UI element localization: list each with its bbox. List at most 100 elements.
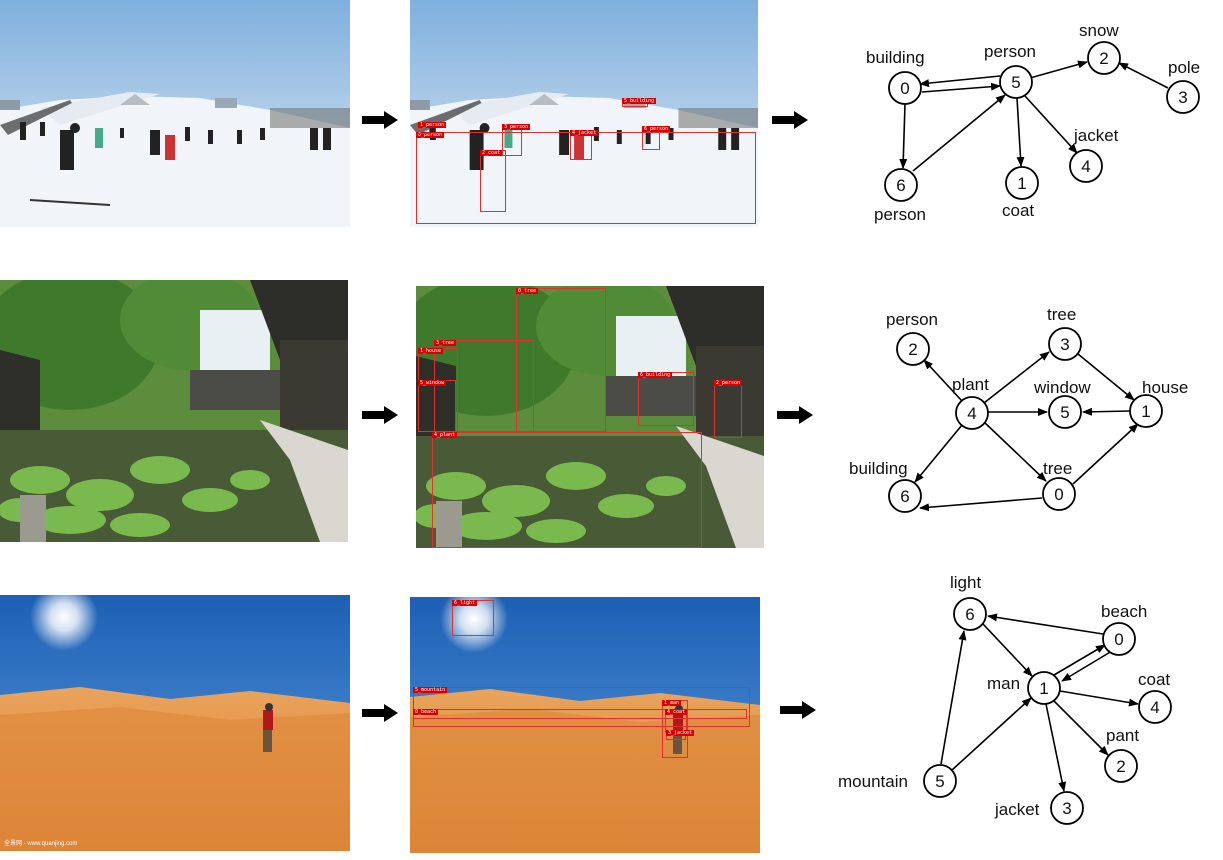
detection-box: 2_person bbox=[714, 380, 743, 438]
detection-label: 6_building bbox=[638, 372, 673, 378]
svg-text:3: 3 bbox=[1178, 88, 1187, 107]
svg-text:2: 2 bbox=[908, 340, 917, 359]
graph-edge bbox=[1024, 95, 1078, 154]
graph-edge bbox=[951, 697, 1032, 771]
svg-text:beach: beach bbox=[1101, 602, 1147, 621]
detection-label: 1_person bbox=[418, 122, 447, 128]
graph-edge bbox=[1053, 700, 1109, 756]
graph-edge bbox=[1072, 423, 1139, 485]
detection-label: 5_mountain bbox=[413, 687, 448, 693]
svg-text:2: 2 bbox=[1116, 757, 1125, 776]
ski-photo-original bbox=[0, 0, 350, 227]
graph-edge bbox=[1016, 97, 1025, 167]
svg-text:6: 6 bbox=[900, 487, 909, 506]
svg-text:5: 5 bbox=[935, 772, 944, 791]
svg-text:snow: snow bbox=[1079, 21, 1119, 40]
graph-edge bbox=[919, 497, 1043, 512]
desert-photo-original: 全景网 · www.quanjing.com bbox=[0, 595, 350, 851]
graph-edge bbox=[1061, 650, 1113, 682]
svg-text:person: person bbox=[984, 42, 1036, 61]
graph-edge bbox=[923, 359, 963, 402]
right-arrow-icon bbox=[362, 406, 398, 424]
svg-text:1: 1 bbox=[1039, 679, 1048, 698]
detection-label: 1_house bbox=[418, 348, 444, 354]
svg-text:pant: pant bbox=[1106, 726, 1139, 745]
detection-box: 3_person bbox=[502, 124, 531, 156]
graph-node: 6 building bbox=[849, 459, 922, 513]
svg-text:1: 1 bbox=[1017, 174, 1026, 193]
graph-node: 5 person bbox=[984, 42, 1036, 99]
detection-label: 0_beach bbox=[413, 709, 439, 715]
graph-edge bbox=[983, 351, 1050, 404]
svg-text:building: building bbox=[849, 459, 908, 478]
graph-edge bbox=[1077, 353, 1135, 401]
graph-node: 2 person bbox=[886, 310, 938, 366]
right-arrow-icon bbox=[780, 701, 816, 719]
detection-box: 2_coat bbox=[480, 150, 506, 212]
svg-text:5: 5 bbox=[1011, 73, 1020, 92]
detection-label: 5_building bbox=[622, 98, 657, 104]
svg-text:tree: tree bbox=[1047, 305, 1076, 324]
detection-box: 4_plant bbox=[432, 432, 702, 548]
detection-label: 4_jacket bbox=[570, 130, 599, 136]
svg-text:0: 0 bbox=[1114, 630, 1123, 649]
svg-text:0: 0 bbox=[900, 79, 909, 98]
graph-edge bbox=[940, 630, 967, 765]
detection-label: 0_person bbox=[416, 132, 445, 138]
garden-photo-detected: 0_tree 3_tree 1_house 5_window 4_plant 6… bbox=[416, 286, 764, 548]
svg-text:4: 4 bbox=[1081, 157, 1090, 176]
detection-box: 5_building bbox=[622, 98, 657, 107]
graph-edge bbox=[921, 82, 1001, 93]
detection-label: 4_plant bbox=[432, 432, 458, 438]
graph-edge bbox=[982, 623, 1033, 677]
detection-label: 3_person bbox=[502, 124, 531, 130]
graph-node: 3 tree bbox=[1047, 305, 1082, 361]
detection-box: 4_jacket bbox=[570, 130, 599, 160]
svg-text:jacket: jacket bbox=[994, 800, 1040, 819]
right-arrow-icon bbox=[362, 111, 398, 129]
svg-text:light: light bbox=[950, 573, 981, 592]
svg-text:6: 6 bbox=[896, 176, 905, 195]
svg-text:person: person bbox=[886, 310, 938, 329]
detection-label: 6_person bbox=[642, 126, 671, 132]
detection-box: 3_tree bbox=[434, 340, 534, 432]
graph-edge bbox=[1045, 703, 1067, 792]
detection-label: 1_man bbox=[662, 700, 682, 706]
right-arrow-icon bbox=[772, 111, 808, 129]
graph-edge bbox=[1053, 644, 1106, 676]
detection-box: 0_beach bbox=[413, 709, 747, 719]
right-arrow-icon bbox=[362, 704, 398, 722]
watermark-text: 全景网 · www.quanjing.com bbox=[4, 839, 77, 847]
graph-edge bbox=[1059, 690, 1139, 707]
svg-text:3: 3 bbox=[1060, 335, 1069, 354]
graph-edge bbox=[919, 75, 1001, 88]
svg-text:building: building bbox=[866, 48, 925, 67]
detection-box: 1_man bbox=[662, 700, 688, 758]
svg-text:2: 2 bbox=[1099, 49, 1108, 68]
detection-label: 6_light bbox=[452, 600, 478, 606]
graph-node: 0 building bbox=[866, 48, 925, 105]
detection-label: 3_jacket bbox=[666, 730, 695, 736]
svg-text:coat: coat bbox=[1002, 201, 1034, 220]
svg-text:house: house bbox=[1142, 378, 1188, 397]
detection-box: 5_window bbox=[418, 380, 456, 432]
desert-photo-detected: 6_light 5_mountain 0_beach 1_man 4_coat … bbox=[410, 597, 760, 853]
detection-label: 3_tree bbox=[434, 340, 457, 346]
ski-photo-detected: 5_building 0_person 3_person 4_jacket 2_… bbox=[410, 0, 758, 227]
svg-text:3: 3 bbox=[1062, 799, 1071, 818]
graph-node: 0 beach bbox=[1101, 602, 1147, 656]
detection-label: 2_person bbox=[714, 380, 743, 386]
graph-node: 2 pant bbox=[1104, 726, 1139, 783]
svg-text:coat: coat bbox=[1138, 670, 1170, 689]
svg-text:4: 4 bbox=[967, 404, 976, 423]
detection-box: 5_mountain bbox=[413, 687, 750, 727]
svg-text:6: 6 bbox=[965, 605, 974, 624]
detection-box: 0_tree bbox=[516, 288, 606, 432]
svg-text:5: 5 bbox=[1060, 403, 1069, 422]
